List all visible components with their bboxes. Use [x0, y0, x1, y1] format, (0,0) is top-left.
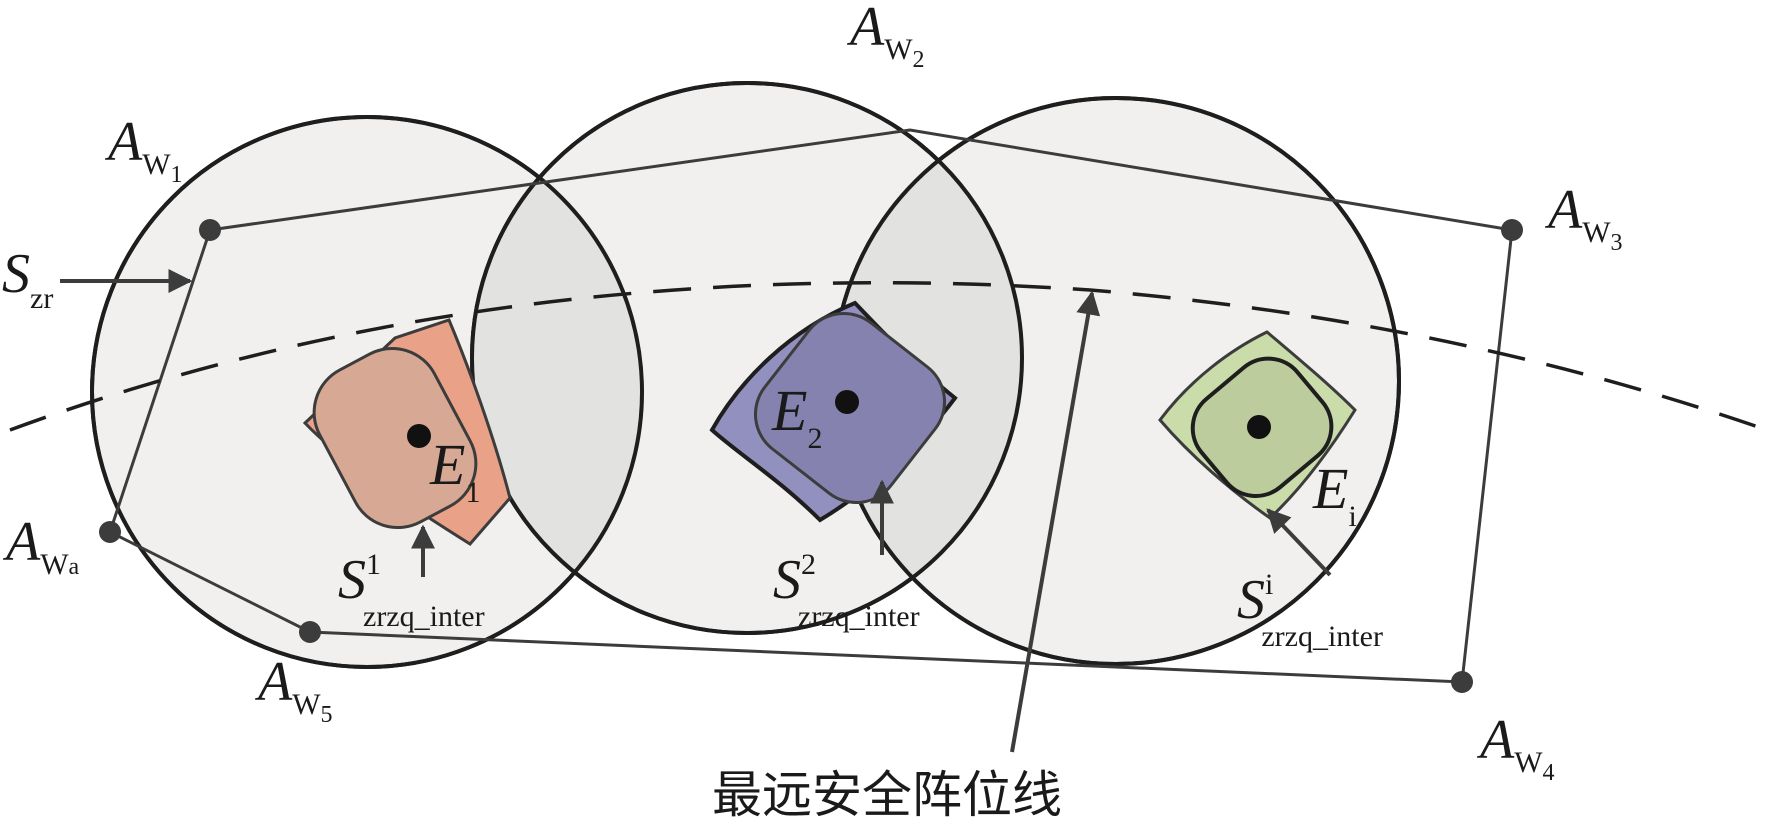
label-a-w5: AW5	[254, 651, 333, 728]
point-e1	[407, 424, 431, 448]
vertex-dot-w1	[199, 219, 221, 241]
arrow-si	[1266, 508, 1332, 577]
label-e2: E2	[771, 378, 822, 455]
label-farthest-safe-line: 最远安全阵位线	[712, 766, 1062, 824]
label-e1-sub: 1	[465, 476, 480, 509]
label-ei-sub: i	[1348, 500, 1356, 533]
label-s2-sub: zrzq_inter	[798, 600, 920, 633]
label-szr-sub: zr	[30, 282, 53, 315]
region-s2	[709, 300, 958, 523]
label-a-wa-main: A	[2, 511, 41, 573]
label-s1-sup: 1	[366, 548, 381, 581]
label-a-w1-main: A	[104, 111, 143, 173]
circle-outline-w2	[470, 81, 1024, 635]
label-s1: S1 zrzq_inter	[338, 548, 485, 633]
label-a-wa-sub: W	[40, 548, 69, 581]
label-a-w3: AW3	[1544, 179, 1623, 256]
label-s2-main: S	[773, 549, 801, 611]
label-e1: E1	[429, 432, 480, 509]
region-si	[1158, 330, 1357, 520]
vertex-dot-w3	[1501, 219, 1523, 241]
label-s1-sub: zrzq_inter	[363, 600, 485, 633]
label-a-w2-subsub: 2	[913, 47, 925, 73]
label-a-wa: AWa	[2, 511, 80, 581]
label-a-w1-subsub: 1	[171, 162, 183, 188]
label-ei: Ei	[1312, 456, 1357, 533]
vertex-dot-w4	[1451, 671, 1473, 693]
region-s1-inner	[312, 346, 478, 530]
label-a-w5-main: A	[254, 651, 293, 713]
label-a-w1: AW1	[104, 111, 183, 188]
vertex-dot-w5	[299, 621, 321, 643]
label-a-w2-main: A	[846, 0, 885, 58]
label-a-w2: AW2	[846, 0, 925, 73]
vertex-points	[99, 219, 1523, 693]
arrows	[60, 269, 1332, 753]
label-a-w4-sub: W	[1514, 746, 1543, 779]
label-a-w3-subsub: 3	[1611, 230, 1623, 256]
label-a-w5-subsub: 5	[321, 702, 333, 728]
label-si-sub: zrzq_inter	[1261, 620, 1383, 653]
label-a-w4: AW4	[1476, 709, 1555, 786]
label-a-w3-sub: W	[1582, 216, 1611, 249]
label-a-w1-sub: W	[142, 148, 171, 181]
label-e2-sub: 2	[807, 422, 822, 455]
label-e1-main: E	[429, 432, 465, 497]
arrow-farthest-line	[1010, 290, 1101, 753]
point-ei	[1247, 415, 1271, 439]
label-si-main: S	[1237, 569, 1265, 631]
label-s2-sup: 2	[801, 548, 816, 581]
label-s1-main: S	[338, 549, 366, 611]
label-e2-main: E	[771, 378, 807, 443]
label-a-w4-main: A	[1476, 709, 1515, 771]
point-e2	[835, 390, 859, 414]
region-s1	[302, 318, 512, 546]
label-a-w2-sub: W	[884, 33, 913, 66]
vertex-dot-wa	[99, 521, 121, 543]
label-a-w5-sub: W	[292, 688, 321, 721]
circle-outline-w1	[90, 115, 644, 669]
label-a-w4-subsub: 4	[1543, 760, 1555, 786]
label-si-sup: i	[1265, 568, 1273, 601]
label-a-w3-main: A	[1544, 179, 1583, 241]
label-s2: S2 zrzq_inter	[773, 548, 920, 633]
label-a-wa-subsub: a	[69, 554, 80, 580]
label-szr-main: S	[2, 243, 30, 305]
label-ei-main: E	[1312, 456, 1348, 521]
label-si: Si zrzq_inter	[1237, 568, 1383, 653]
farthest-safe-line	[9, 280, 1767, 432]
label-szr: Szr	[2, 243, 53, 315]
